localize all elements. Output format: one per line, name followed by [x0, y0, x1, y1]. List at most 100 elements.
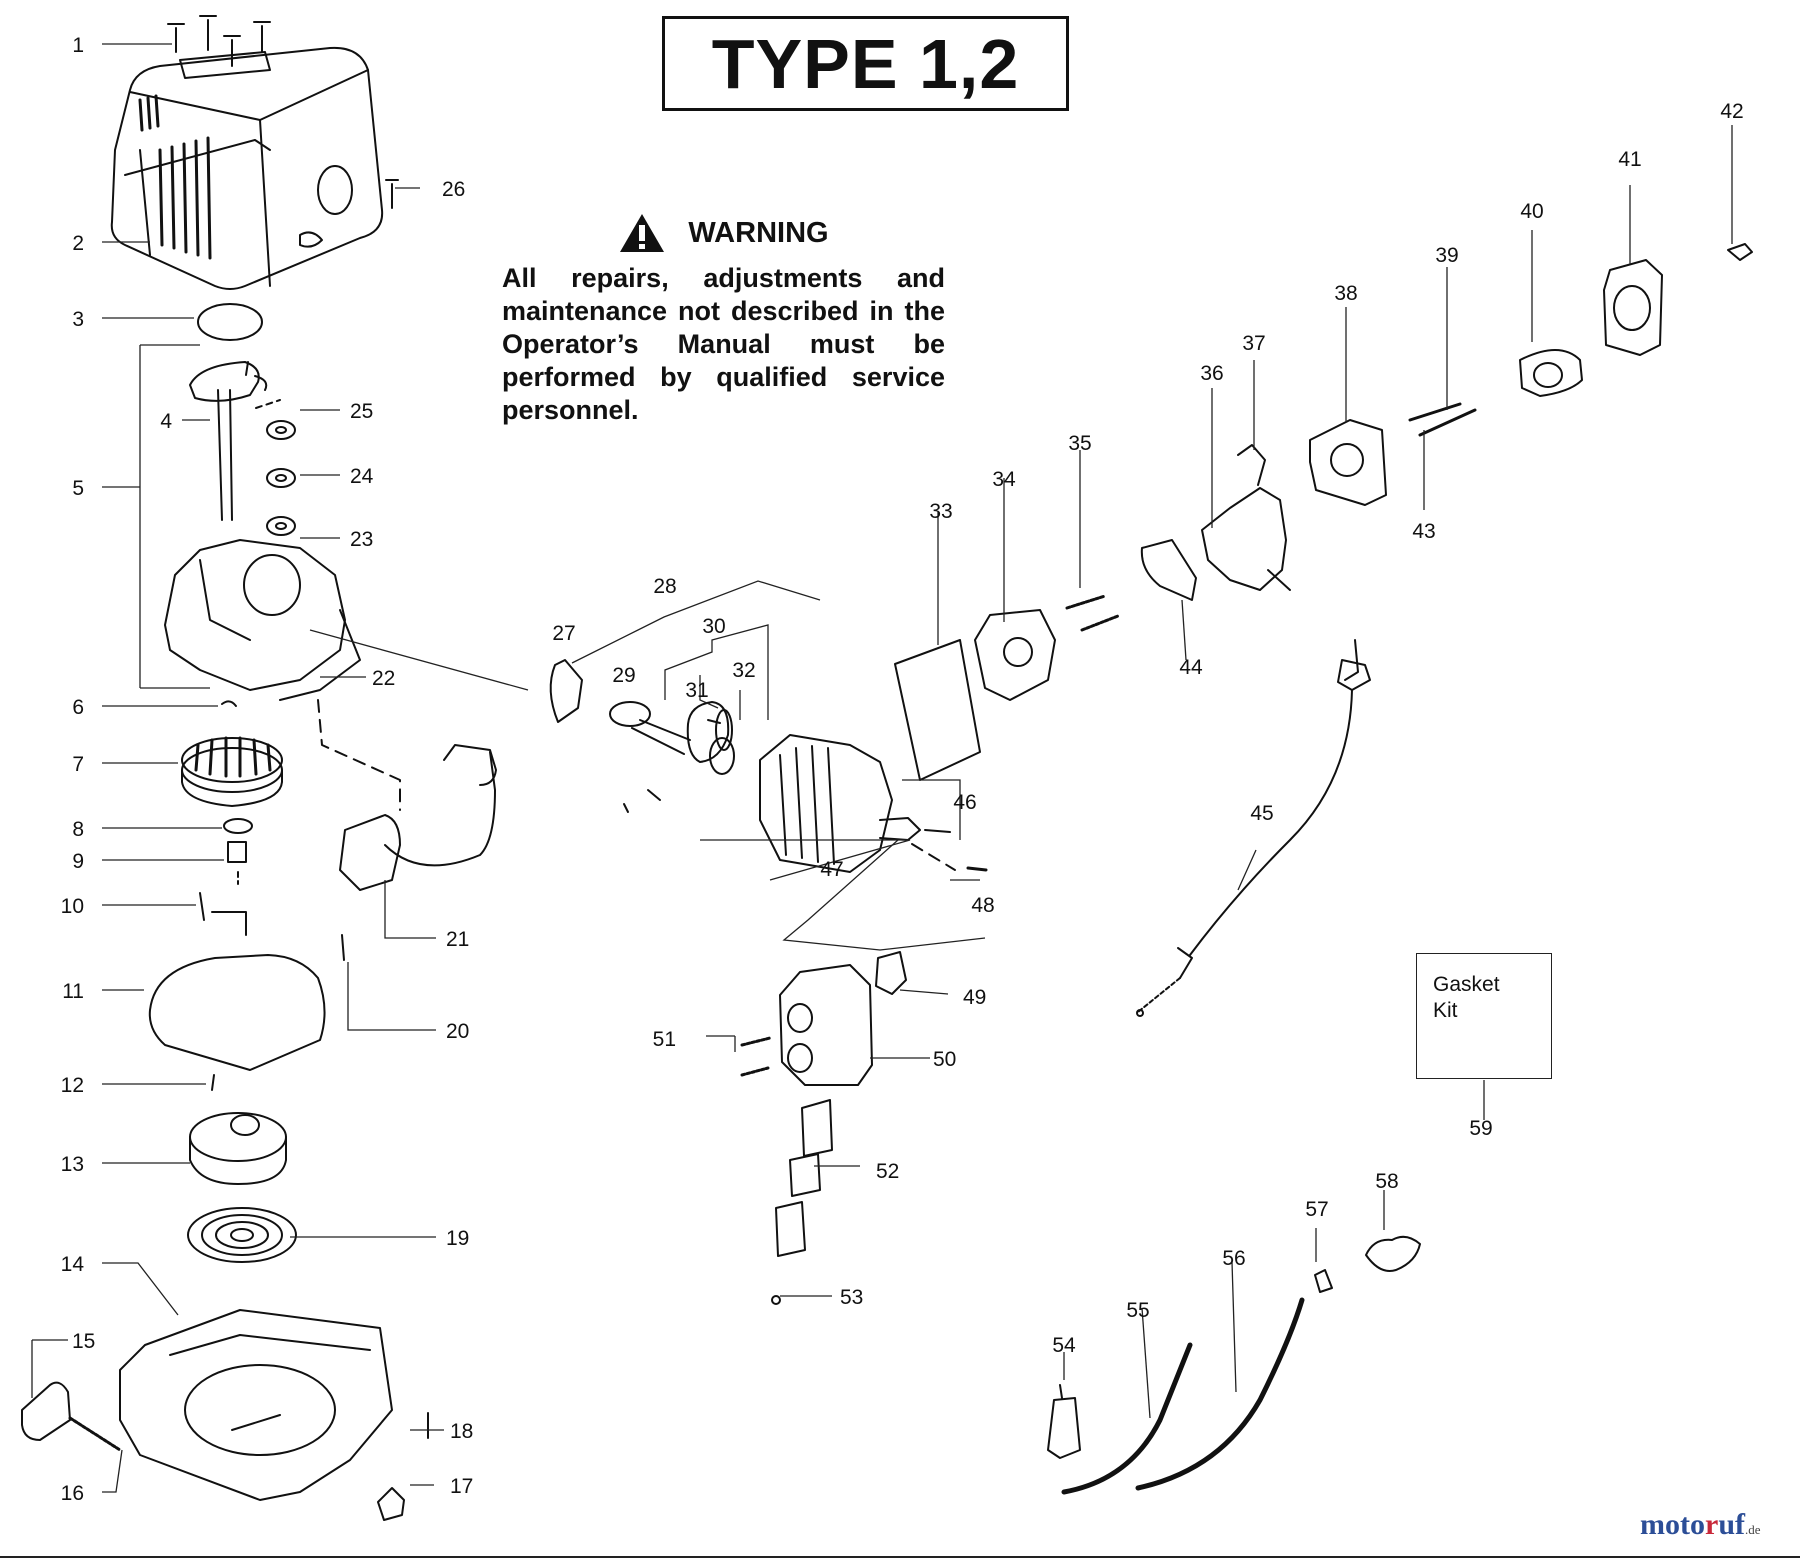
part-screw-35a: [1065, 594, 1107, 610]
callout-31: 31: [685, 679, 708, 702]
callout-1: 1: [72, 34, 84, 57]
part-washer-nut: [223, 818, 253, 885]
part-screw-51a: [740, 1036, 772, 1047]
warning-heading-row: WARNING: [502, 212, 945, 254]
callout-34: 34: [992, 468, 1016, 491]
callout-51: 51: [653, 1028, 676, 1051]
callout-41: 41: [1618, 148, 1641, 171]
bottom-rule: [0, 1556, 1800, 1558]
part-fuel-line-55: [1061, 1342, 1193, 1495]
callout-28: 28: [653, 575, 676, 598]
part-throttle-cable: [1136, 639, 1371, 1017]
part-clip: [221, 700, 237, 707]
watermark-brand-r: r: [1704, 1508, 1719, 1541]
callout-39: 39: [1435, 244, 1458, 267]
part-crankcase: [164, 539, 361, 701]
part-recoil-spring: [187, 1207, 297, 1263]
part-air-filter: [1519, 349, 1583, 397]
watermark-brand-b: uf: [1718, 1508, 1745, 1541]
part-starter-plate: [148, 954, 326, 1071]
callout-54: 54: [1052, 1334, 1076, 1357]
callout-27: 27: [552, 622, 575, 645]
warning-text: All repairs, adjustments and maintenance…: [502, 263, 945, 425]
watermark-logo: motoruf.de: [1640, 1508, 1761, 1542]
part-clip-58: [1365, 1235, 1421, 1272]
part-fuel-line-56: [1135, 1297, 1305, 1491]
callout-24: 24: [350, 465, 374, 488]
callout-40: 40: [1520, 200, 1543, 223]
part-bearings: [255, 399, 296, 536]
part-bolt-39a: [1408, 402, 1462, 422]
callout-2: 2: [72, 232, 84, 255]
part-fuel-filter: [1047, 1384, 1081, 1459]
part-spark-arrestor: [775, 1099, 833, 1257]
part-gasket-49: [875, 951, 907, 995]
part-screw-35b: [1080, 614, 1120, 632]
part-gasket-27: [549, 659, 583, 723]
part-ignition-module: [317, 699, 497, 961]
callout-18: 18: [450, 1420, 473, 1443]
callout-59: 59: [1469, 1117, 1492, 1140]
callout-36: 36: [1200, 362, 1223, 385]
part-screw-48: [966, 866, 988, 872]
callout-8: 8: [72, 818, 84, 841]
callout-22: 22: [372, 667, 395, 690]
part-piston-conrod: [609, 701, 735, 813]
callout-19: 19: [446, 1227, 469, 1250]
part-intake-manifold: [974, 609, 1056, 701]
callout-12: 12: [61, 1074, 84, 1097]
callout-38: 38: [1334, 282, 1357, 305]
warning-notice: WARNING All repairs, adjustments and mai…: [502, 212, 945, 427]
part-carburetor: [1201, 444, 1291, 591]
warning-triangle-icon: [620, 214, 665, 252]
callout-47: 47: [820, 858, 843, 881]
part-gasket-33: [894, 639, 981, 781]
callout-16: 16: [61, 1482, 84, 1505]
part-bolt-39b: [1418, 408, 1477, 437]
part-fitting-57: [1314, 1269, 1333, 1293]
cover-screws: [167, 15, 271, 67]
callout-32: 32: [732, 659, 755, 682]
part-starter-pulley: [189, 1112, 287, 1185]
callout-13: 13: [61, 1153, 84, 1176]
callout-44: 44: [1179, 656, 1203, 679]
leader-lines: [31, 43, 1733, 1493]
callout-29: 29: [612, 664, 635, 687]
callout-20: 20: [446, 1020, 469, 1043]
callout-7: 7: [72, 753, 84, 776]
callout-55: 55: [1126, 1299, 1149, 1322]
callout-48: 48: [971, 894, 994, 917]
callout-42: 42: [1720, 100, 1743, 123]
callout-11: 11: [62, 980, 84, 1003]
part-knob: [1727, 243, 1753, 261]
callout-57: 57: [1305, 1198, 1328, 1221]
callout-labels: 1 2 3 4 5 6 7 8 9 10 11 12 13 14 15 16 1…: [61, 34, 1744, 1505]
part-starter-handle: [21, 1381, 71, 1441]
part-gasket-44: [1140, 539, 1197, 601]
callout-30: 30: [702, 615, 725, 638]
diagram-title: TYPE 1,2: [662, 16, 1069, 111]
part-screw-10: [199, 892, 205, 921]
part-cylinder-cover: [110, 15, 399, 290]
watermark-brand-a: moto: [1640, 1508, 1705, 1541]
part-air-filter-cover: [1603, 259, 1663, 356]
callout-52: 52: [876, 1160, 899, 1183]
callout-37: 37: [1242, 332, 1265, 355]
callout-17: 17: [450, 1475, 473, 1498]
gasket-kit-box: Gasket Kit: [1416, 953, 1552, 1079]
part-bolt-12: [211, 1074, 215, 1091]
callout-10: 10: [61, 895, 84, 918]
callout-15: 15: [72, 1330, 95, 1353]
part-starter-housing: [119, 1309, 393, 1501]
callout-21: 21: [446, 928, 469, 951]
part-screw-53: [771, 1295, 781, 1305]
warning-heading: WARNING: [688, 216, 829, 249]
part-starter-rope: [68, 1416, 122, 1452]
callout-5: 5: [72, 477, 84, 500]
leader-10: [211, 911, 247, 936]
callout-49: 49: [963, 986, 986, 1009]
part-grommet: [377, 1487, 405, 1521]
part-flywheel: [181, 736, 283, 807]
